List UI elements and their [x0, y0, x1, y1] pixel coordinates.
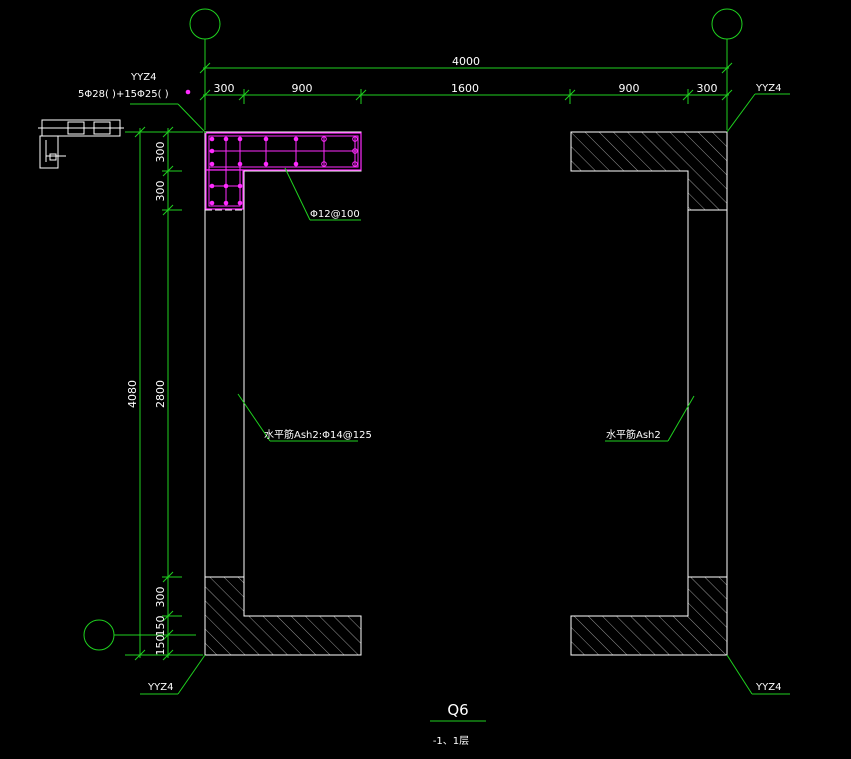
left-dimension-segment: 300 [154, 587, 167, 608]
top-dimension-segment: 300 [697, 82, 718, 95]
left-dimension-segment: 300 [154, 142, 167, 163]
top-dimension-segment: 900 [619, 82, 640, 95]
floor-label: -1、1层 [433, 735, 469, 747]
horizontal-rebar-label-right: 水平筋Ash2 [606, 428, 661, 441]
right-wall [570, 131, 728, 656]
column-label-top-right: YYZ4 [755, 83, 781, 94]
axis-bubble-top-left [189, 8, 221, 68]
top-dimension-lines [199, 62, 733, 130]
horizontal-rebar-label-left: 水平筋Ash2:Φ14@125 [264, 428, 372, 441]
stirrup-label: Φ12@100 [310, 209, 360, 220]
column-rebar-label: 5Φ28( )+15Φ25( ) [78, 89, 169, 100]
column-rebar-detail [185, 89, 362, 210]
drawing-title: Q6 [447, 701, 468, 719]
leader-lines [130, 93, 790, 695]
top-dimension-segment: 1600 [451, 82, 479, 95]
column-label-bottom-right: YYZ4 [755, 682, 781, 693]
left-dimension-segment: 150 [154, 616, 167, 637]
top-total-dimension: 4000 [452, 55, 480, 68]
top-dimension-segment: 900 [292, 82, 313, 95]
left-dimension-segment: 300 [154, 181, 167, 202]
left-dimension-segment: 150 [154, 635, 167, 656]
column-label-top-left: YYZ4 [130, 72, 156, 83]
left-dimension-segment: 2800 [154, 380, 167, 408]
left-total-dimension: 4080 [126, 380, 139, 408]
column-label-bottom-left: YYZ4 [147, 682, 173, 693]
axis-bubble-top-right [711, 8, 743, 68]
top-dimension-segment: 300 [214, 82, 235, 95]
column-detail-legend [38, 119, 124, 169]
left-dimension-lines [125, 126, 203, 661]
